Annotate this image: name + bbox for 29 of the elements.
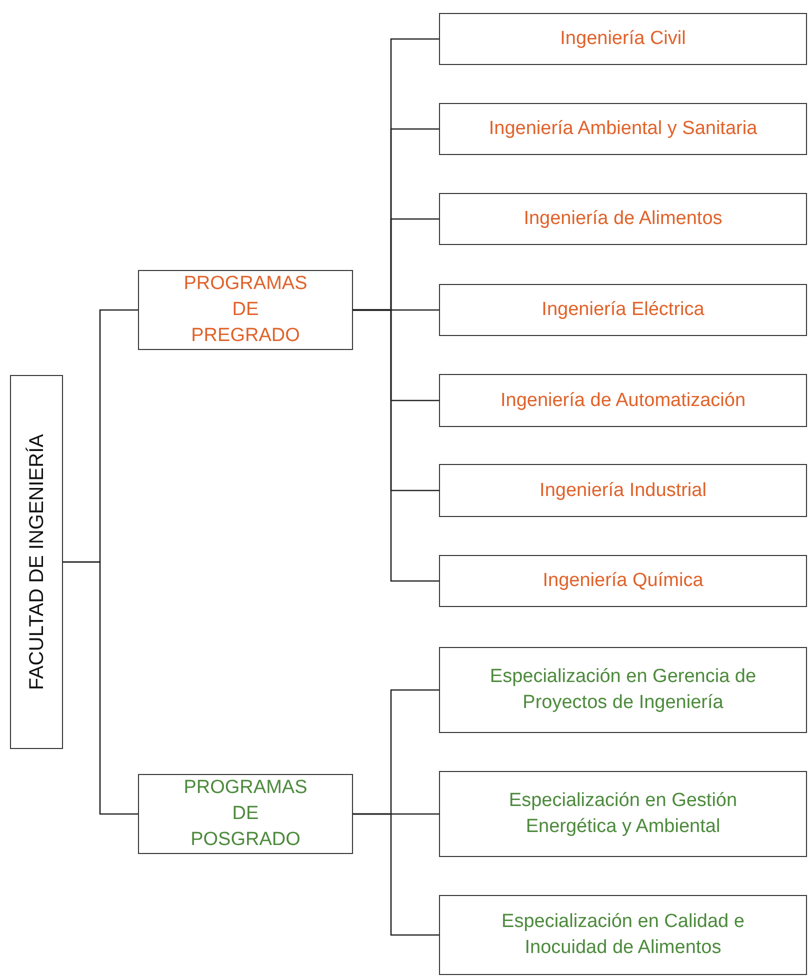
box-label: Ingeniería de Automatización: [499, 388, 747, 412]
org-box: [439, 193, 807, 245]
org-box: [439, 374, 807, 427]
org-box: [439, 284, 807, 336]
org-box: [439, 103, 807, 155]
org-box: [138, 270, 353, 350]
org-box: [439, 895, 807, 975]
box-label: PROGRAMAS DE PREGRADO: [182, 272, 308, 348]
box-label: Especialización en Gerencia de Proyectos de Ingeniería: [488, 665, 758, 715]
org-box: [439, 771, 807, 857]
box-label: Ingeniería Ambiental y Sanitaria: [488, 117, 758, 141]
box-label: FACULTAD DE INGENIERÍA: [24, 434, 48, 690]
box-label: Especialización en Calidad e Inocuidad de Alimentos: [500, 910, 746, 960]
org-box: [10, 375, 63, 749]
connector-line: [63, 561, 138, 815]
box-label: Ingeniería Eléctrica: [540, 298, 706, 322]
box-label: PROGRAMAS DE POSGRADO: [182, 776, 308, 852]
box-label: Ingeniería Industrial: [538, 478, 708, 502]
org-box: [439, 647, 807, 733]
connector-line: [353, 309, 439, 582]
box-label: Ingeniería de Alimentos: [522, 207, 724, 231]
box-label: Ingeniería Civil: [559, 27, 687, 51]
connector-line: [353, 813, 439, 936]
org-box: [138, 774, 353, 854]
org-box: [439, 464, 807, 517]
org-box: [439, 555, 807, 607]
box-label: Ingeniería Química: [542, 569, 704, 593]
box-label: Especialización en Gestión Energética y Ambiental: [508, 789, 738, 839]
org-box: [439, 13, 807, 65]
